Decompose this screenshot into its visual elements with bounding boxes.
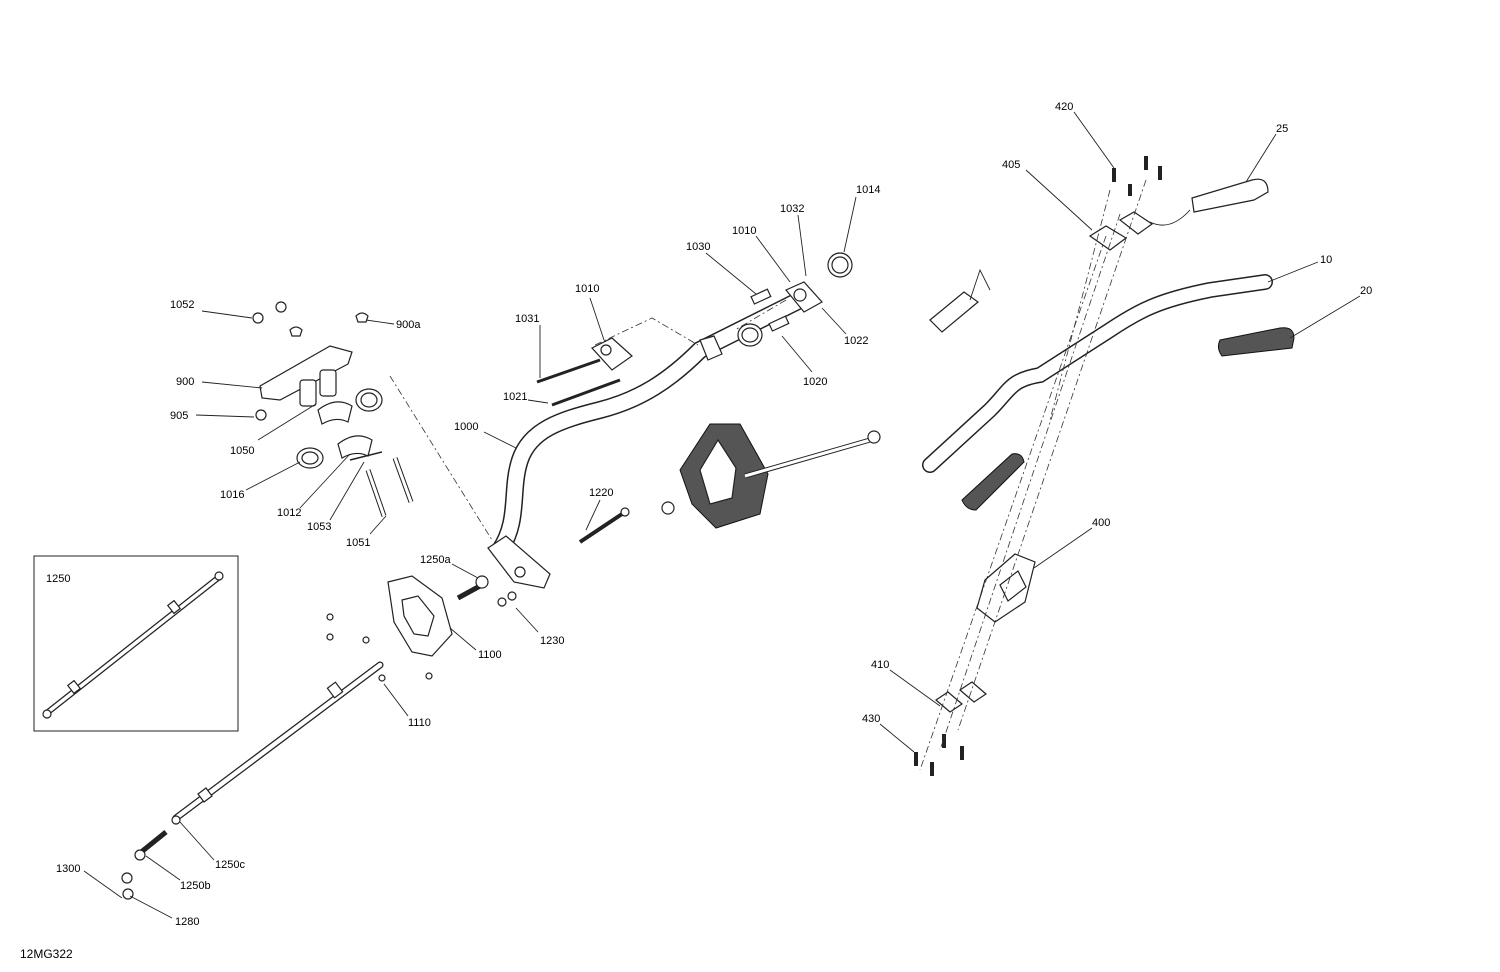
callout-1000: 1000	[454, 421, 478, 433]
callout-1010-mid: 1010	[575, 283, 599, 295]
steering-support-clamp-group	[252, 301, 414, 517]
callout-1050: 1050	[230, 445, 254, 457]
callout-1016: 1016	[220, 489, 244, 501]
steering-box-1100	[326, 575, 453, 682]
callout-900: 900	[176, 376, 194, 388]
tie-rod-end-1250a	[456, 507, 630, 607]
callout-410: 410	[871, 659, 889, 671]
bushing-half-lower	[337, 435, 373, 459]
block-1050b	[319, 369, 337, 397]
callout-1250b: 1250b	[180, 880, 211, 892]
clamp-1010-mid	[591, 337, 633, 371]
bolt-1021	[551, 378, 621, 407]
jam-nut-1250c	[171, 815, 181, 825]
callout-1230: 1230	[540, 635, 564, 647]
washer-1280	[122, 888, 134, 900]
callout-400: 400	[1092, 517, 1110, 529]
inset-tie-rod-assembly: 1250	[33, 555, 239, 732]
callout-405: 405	[1002, 159, 1020, 171]
callout-1280: 1280	[175, 916, 199, 928]
inset-label: 1250	[46, 573, 70, 585]
callout-1022: 1022	[844, 335, 868, 347]
callout-430: 430	[862, 713, 880, 725]
spacer-1020	[768, 315, 790, 332]
nut-1052b	[275, 301, 287, 313]
switch-housing	[929, 268, 991, 333]
bolt-1220	[578, 512, 624, 544]
bushing-half-upper	[317, 401, 353, 425]
strap-1053	[349, 451, 383, 461]
callout-1053: 1053	[307, 521, 331, 533]
callout-1021: 1021	[503, 391, 527, 403]
callout-1012: 1012	[277, 507, 301, 519]
grip-left	[961, 453, 1025, 511]
nut-1300	[121, 872, 133, 884]
callout-420: 420	[1055, 101, 1073, 113]
support-plate-900	[259, 345, 353, 401]
block-1050a	[299, 379, 317, 407]
bolt-1031	[536, 358, 601, 384]
callout-1300: 1300	[56, 863, 80, 875]
leader-lines	[83, 111, 1361, 919]
spacer-1030	[750, 288, 772, 305]
drawing-reference: 12MG322	[20, 947, 73, 961]
lower-clamp-410	[914, 681, 987, 776]
callout-1250c: 1250c	[215, 859, 245, 871]
center-housing-face	[699, 438, 737, 505]
center-housing	[661, 423, 881, 529]
column-foot	[487, 535, 551, 589]
grip-20	[1217, 327, 1295, 357]
callout-905: 905	[170, 410, 188, 422]
inset-frame	[33, 555, 239, 732]
column-collar	[699, 335, 723, 361]
callout-1100: 1100	[478, 649, 502, 661]
nut-905	[255, 409, 267, 421]
bolt-head-900a	[355, 312, 369, 323]
callout-1010-top: 1010	[732, 225, 756, 237]
box-housing-inner	[401, 595, 435, 637]
callout-1110: 1110	[408, 717, 431, 729]
assembly-lines	[389, 179, 1147, 771]
bolt-head-900a-b	[289, 326, 303, 337]
callout-1030: 1030	[686, 241, 710, 253]
callout-1031: 1031	[515, 313, 539, 325]
callout-900a: 900a	[396, 319, 421, 331]
callout-1014: 1014	[856, 184, 880, 196]
steering-column-1000	[487, 252, 853, 589]
nut-1052	[252, 312, 264, 324]
callout-25: 25	[1276, 123, 1288, 135]
heated-grip-25	[1149, 178, 1269, 226]
tie-rod-1250	[121, 661, 384, 900]
handlebar-clamp-405	[1088, 156, 1162, 251]
callout-labels: 1052 900a 900 905 1050 1016 1012 1053 10…	[56, 101, 1372, 928]
callout-1032: 1032	[780, 203, 804, 215]
callout-1020: 1020	[803, 376, 827, 388]
nut-1230	[497, 597, 507, 607]
inset-tie-rod	[42, 571, 224, 719]
riser-400	[976, 553, 1036, 623]
callout-1250a: 1250a	[420, 554, 451, 566]
callout-1051: 1051	[346, 537, 370, 549]
callout-10: 10	[1320, 254, 1332, 266]
rod-end-1250b	[138, 830, 168, 855]
callout-20: 20	[1360, 285, 1372, 297]
callout-1052: 1052	[170, 299, 194, 311]
handlebar-10	[922, 274, 1273, 473]
callout-1220: 1220	[589, 487, 613, 499]
